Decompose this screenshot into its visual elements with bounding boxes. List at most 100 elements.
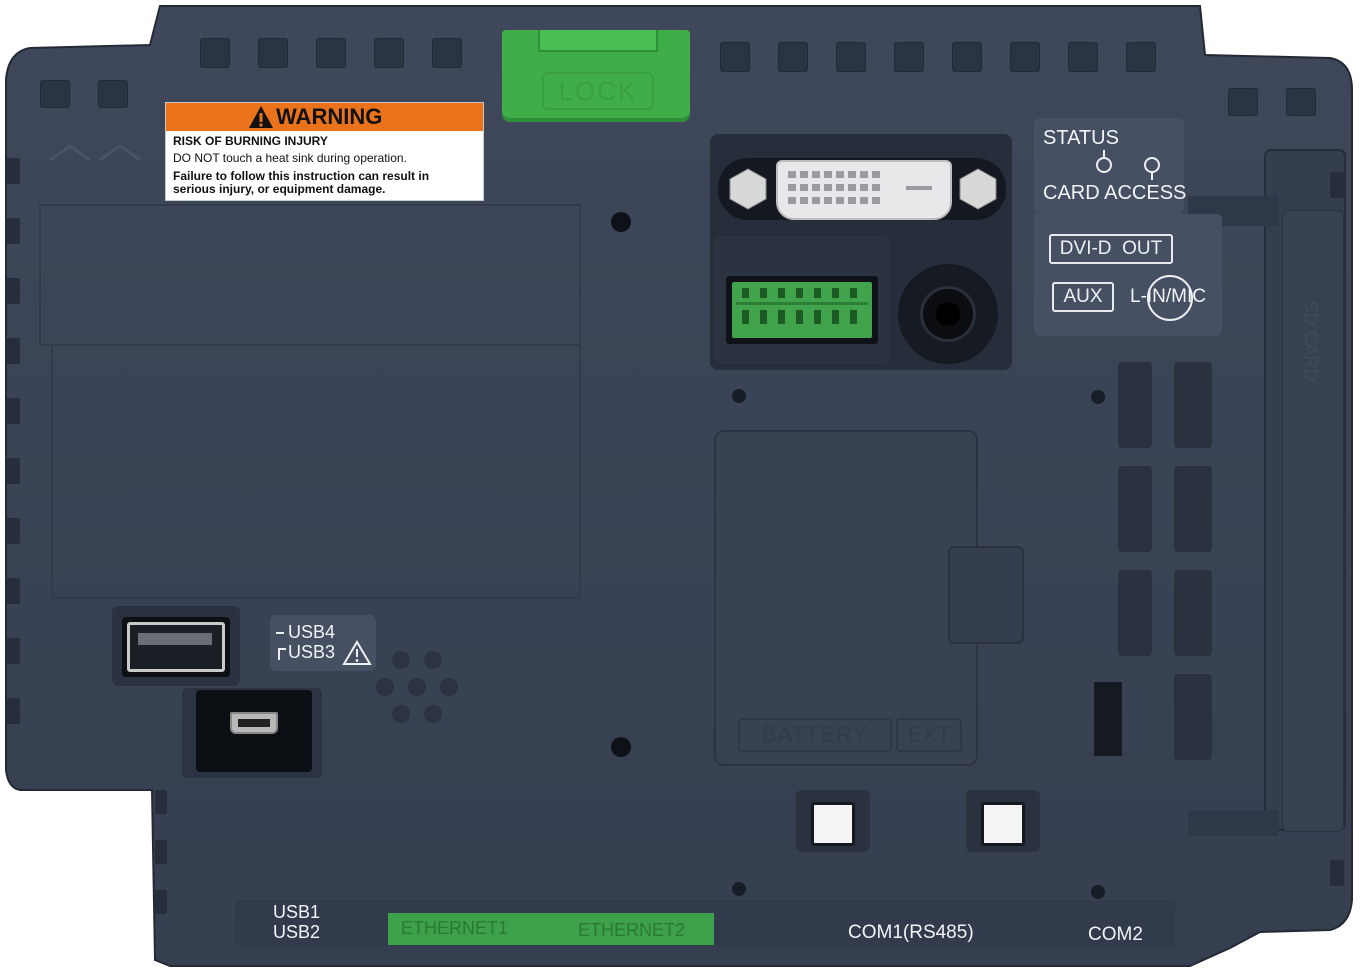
card-access-led-icon (1144, 157, 1160, 180)
usb-a-shell (127, 622, 225, 672)
usb-a-tongue (138, 633, 212, 645)
vent-slot (778, 42, 808, 72)
dip-switch-knob (811, 802, 855, 846)
audio-jack-ring (920, 286, 976, 342)
embossed-logo (49, 144, 140, 162)
speaker-hole (440, 678, 458, 696)
vent-slot (1174, 674, 1212, 760)
vent-slot (894, 42, 924, 72)
mounting-hole (732, 389, 746, 403)
warning-title: WARNING (276, 104, 383, 129)
ethernet2-label: ETHERNET2 (578, 920, 686, 940)
speaker-hole (424, 705, 442, 723)
usb-mini-slot (238, 719, 270, 727)
mounting-hole (611, 737, 631, 757)
aux-terminal-connector[interactable] (726, 276, 878, 344)
mounting-hole (1091, 885, 1105, 899)
lock-tab-text: LOCK (542, 72, 654, 110)
vent-slot (374, 38, 404, 68)
lock-tab-notch (538, 30, 658, 52)
ethernet1-label: ETHERNET1 (401, 918, 509, 938)
side-slot (6, 518, 20, 544)
side-slot (1330, 172, 1344, 198)
dvi-out-label: DVI-D OUT (1049, 234, 1173, 264)
dvi-screw-right-icon (959, 168, 997, 210)
aux-terminal-plug (732, 282, 872, 338)
vent-slot (258, 38, 288, 68)
lock-tab[interactable]: LOCK (502, 30, 690, 122)
usb2-label: USB2 (273, 922, 321, 942)
dvi-pins-icon (788, 171, 932, 204)
speaker-hole (408, 678, 426, 696)
dip-switch-knob (981, 802, 1025, 846)
side-slot (6, 218, 20, 244)
usb4-bracket (276, 632, 284, 634)
warning-line1: RISK OF BURNING INJURY (173, 134, 328, 148)
battery-cover-latch[interactable] (948, 546, 1024, 644)
battery-cover[interactable]: BATTERY EXT (714, 430, 978, 766)
vent-slot (1118, 466, 1152, 552)
dip-switch-2[interactable] (966, 790, 1040, 852)
vent-slot (1010, 42, 1040, 72)
side-slot (6, 458, 20, 484)
vent-slot (1286, 88, 1316, 116)
vent-slot (432, 38, 462, 68)
sd-card-text: SD CARD (1301, 300, 1321, 382)
audio-jack-hole (936, 302, 960, 326)
vent-slot (1126, 42, 1156, 72)
audio-jack[interactable] (898, 264, 998, 364)
side-slot (155, 790, 167, 814)
status-led-icon (1096, 150, 1112, 173)
status-label: STATUS (1043, 127, 1119, 149)
dvi-connector[interactable] (718, 152, 1006, 224)
vent-slot (836, 42, 866, 72)
mounting-hole (611, 212, 631, 232)
dip-switch-1[interactable] (796, 790, 870, 852)
usb3-label: USB3 (288, 642, 336, 662)
side-slot (6, 638, 20, 664)
warning-line4: serious injury, or equipment damage. (173, 182, 386, 196)
side-slot (155, 840, 167, 864)
aux-label: AUX (1052, 282, 1114, 312)
side-slot (6, 338, 20, 364)
side-slot (6, 158, 20, 184)
side-slot (6, 278, 20, 304)
card-access-label: CARD ACCESS (1043, 182, 1187, 204)
vent-slot (1174, 466, 1212, 552)
usb-mini-port[interactable] (196, 690, 312, 772)
com2-label: COM2 (1088, 924, 1143, 945)
speaker-hole (392, 651, 410, 669)
warning-triangle-icon (249, 106, 273, 128)
warning-header: WARNING (166, 103, 483, 131)
side-slot (6, 578, 20, 604)
side-slot (1330, 860, 1344, 886)
vent-slot (1228, 88, 1258, 116)
vent-slot (316, 38, 346, 68)
sd-card-slot[interactable]: SD CARD (1282, 210, 1344, 832)
warning-label: WARNING RISK OF BURNING INJURY DO NOT to… (165, 102, 484, 201)
caution-triangle-icon (342, 640, 372, 665)
dvi-port (776, 160, 952, 220)
usb-mini-connector (230, 712, 278, 734)
ethernet-label-strip (388, 913, 714, 945)
vent-slot (1118, 362, 1152, 448)
mounting-hole (1091, 390, 1105, 404)
mounting-hole (732, 882, 746, 896)
side-slot (155, 890, 167, 914)
warning-line3: Failure to follow this instruction can r… (173, 169, 430, 183)
side-slot (6, 398, 20, 424)
usb-a-port[interactable] (122, 617, 230, 677)
speaker-hole (392, 705, 410, 723)
speaker-hole (376, 678, 394, 696)
vent-slot (1174, 362, 1212, 448)
vent-slot (40, 80, 70, 108)
side-slot (6, 698, 20, 724)
aux-terminal-pins-icon (736, 288, 868, 324)
vent-slot (720, 42, 750, 72)
vent-slot (200, 38, 230, 68)
usb1-label: USB1 (273, 902, 321, 922)
lin-mic-jack-icon (1147, 275, 1193, 321)
vent-slot (1068, 42, 1098, 72)
usb4-label: USB4 (288, 622, 336, 642)
vent-slot (1174, 570, 1212, 656)
